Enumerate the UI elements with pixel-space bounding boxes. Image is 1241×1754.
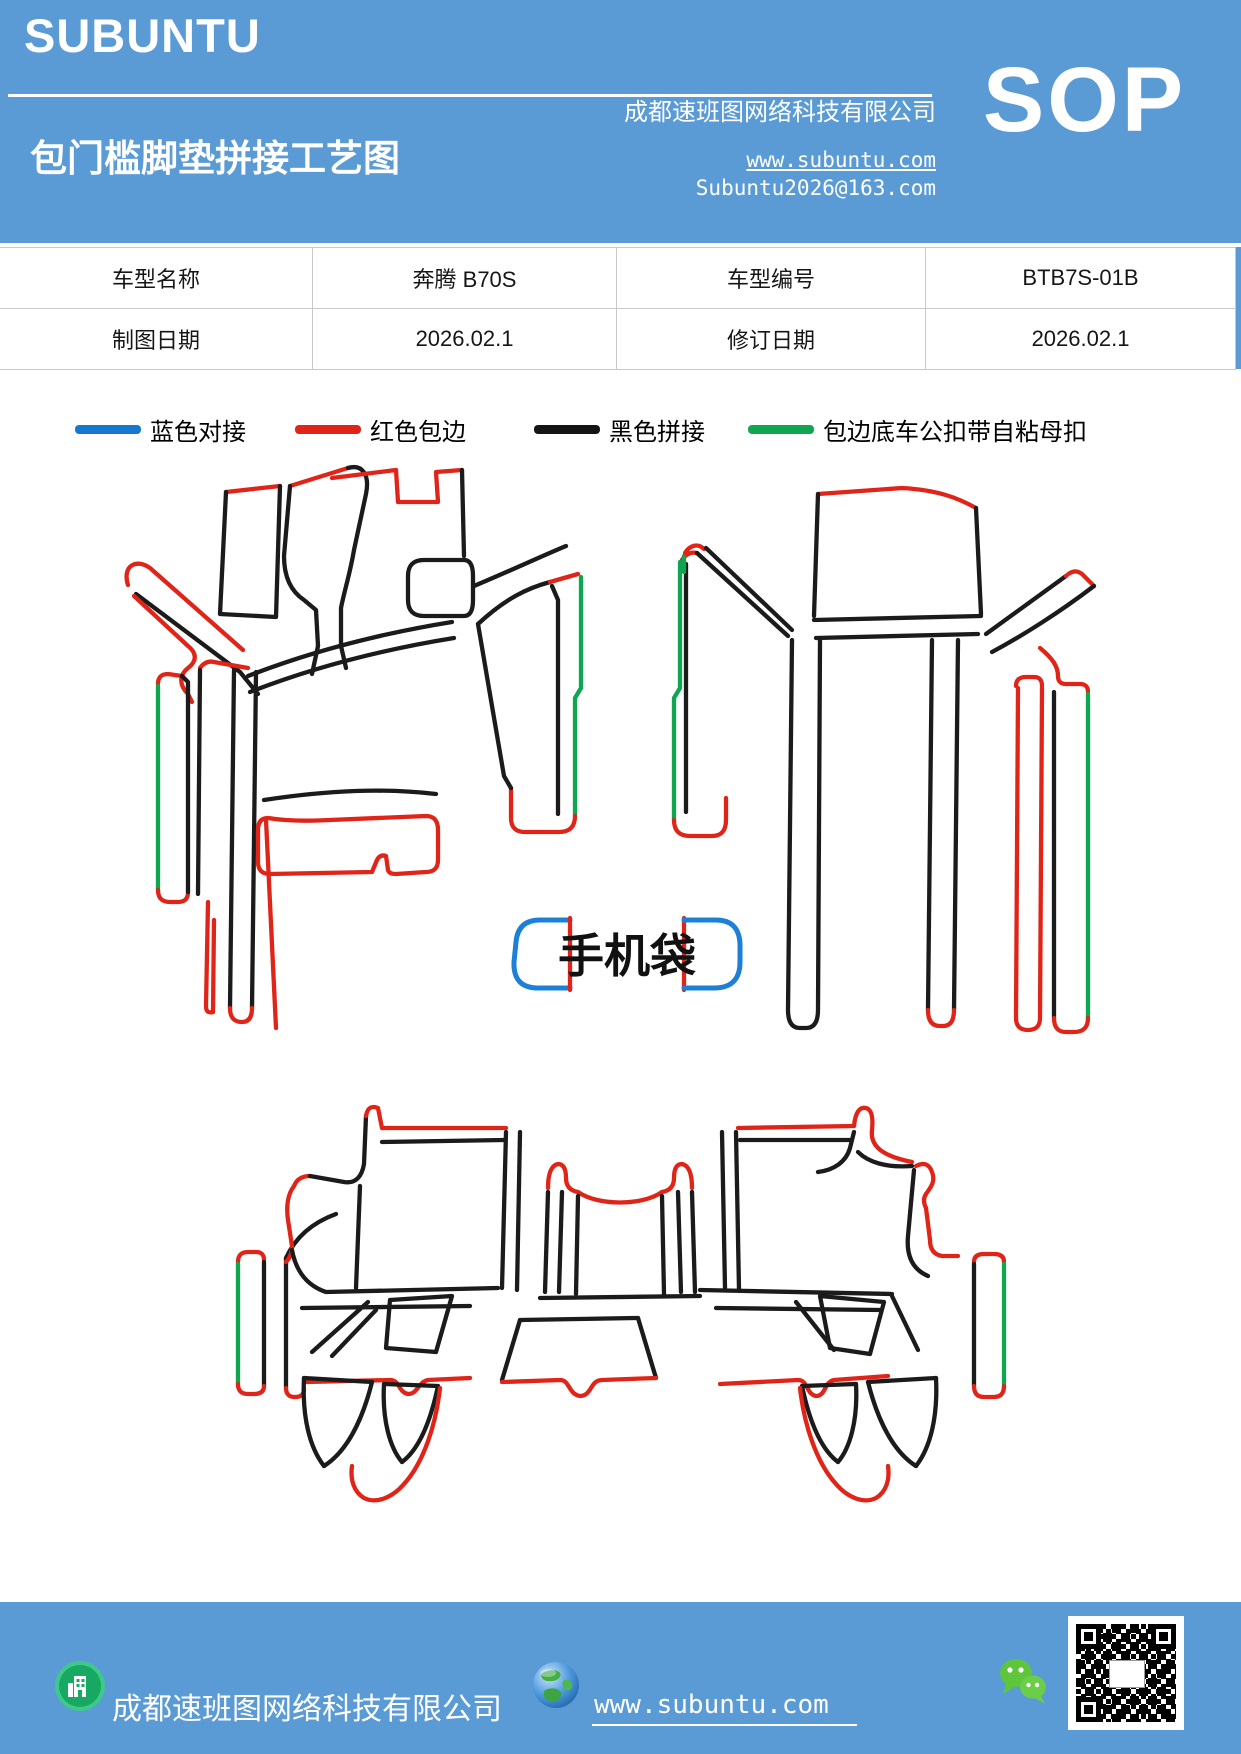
center-console-pieces [475,550,791,839]
mat-splicing-diagram: 手机袋 [124,465,1097,1503]
legend-item-green: 包边底车公扣带自粘母扣 [748,412,1087,447]
wechat-icon [1000,1659,1046,1704]
qr-finder-topright [1151,1624,1176,1649]
legend-item-red: 红色包边 [295,412,466,447]
phone-bag-label: 手机袋 [558,930,696,982]
footer-band [0,1602,1241,1754]
footer-website-link[interactable]: www.subuntu.com [592,1690,857,1726]
header-contact-block: 成都速班图网络科技有限公司 www.subuntu.com Subuntu202… [560,98,936,200]
rear-mat-outline [235,1104,1007,1503]
legend-label: 黑色拼接 [609,419,705,446]
front-left-mat-outline [124,465,569,1031]
header-email: Subuntu2026@163.com [695,176,936,200]
footer-company-name: 成都速班图网络科技有限公司 [112,1693,502,1726]
model-name-value: 奔腾 B70S [313,248,617,309]
revise-date-value: 2026.02.1 [926,309,1236,370]
legend-label: 包边底车公扣带自粘母扣 [823,419,1087,446]
phone-bag: 手机袋 [511,915,743,993]
brand-logo: SUBUNTU [24,9,261,62]
header-company-name: 成都速班图网络科技有限公司 [624,99,936,126]
black-line-swatch [534,425,600,434]
table-right-accent [1236,247,1241,369]
blue-line-swatch [75,425,141,434]
qr-finder-topleft [1076,1624,1101,1649]
header-divider [8,94,932,97]
qr-finder-bottomleft [1076,1697,1101,1722]
header-website-link[interactable]: www.subuntu.com [746,148,936,172]
model-code-label: 车型编号 [617,248,926,309]
globe-icon [533,1662,579,1708]
qr-code [1068,1616,1184,1730]
legend-label: 红色包边 [370,419,466,446]
red-line-swatch [295,425,361,434]
header-band [0,0,1241,243]
legend-item-blue: 蓝色对接 [75,412,246,447]
building-icon [55,1661,105,1711]
draw-date-label: 制图日期 [0,309,313,370]
model-name-label: 车型名称 [0,248,313,309]
draw-date-value: 2026.02.1 [313,309,617,370]
qr-center-logo [1109,1660,1145,1688]
revise-date-label: 修订日期 [617,309,926,370]
front-right-mat-outline [681,485,1097,1035]
legend-item-black: 黑色拼接 [534,412,705,447]
model-code-value: BTB7S-01B [926,248,1236,309]
legend-label: 蓝色对接 [150,419,246,446]
green-line-swatch [748,425,814,434]
info-table: 车型名称 奔腾 B70S 车型编号 BTB7S-01B 制图日期 2026.02… [0,247,1236,370]
page-title: 包门槛脚垫拼接工艺图 [30,138,400,179]
sop-label: SOP [982,49,1187,151]
